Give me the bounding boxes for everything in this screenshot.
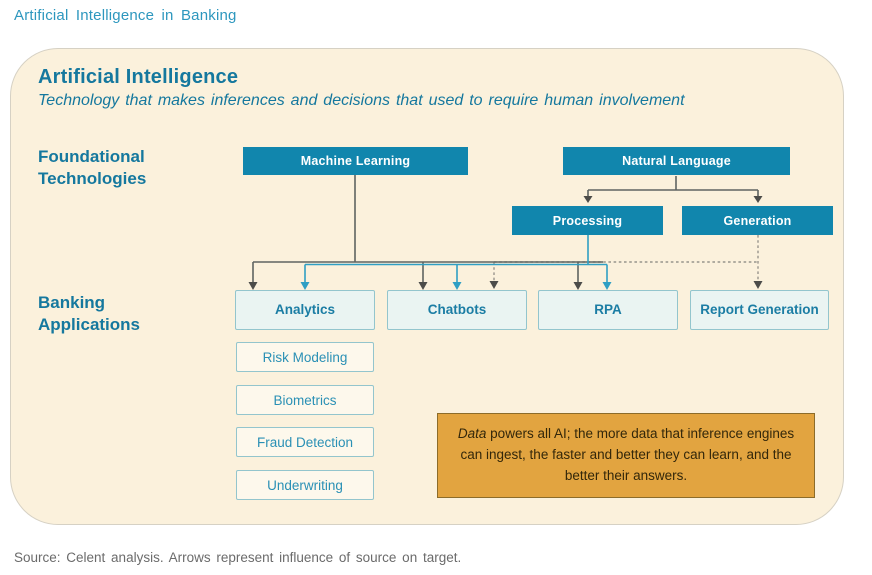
source-note: Source: Celent analysis. Arrows represen… bbox=[14, 550, 462, 565]
panel-subheading: Technology that makes inferences and dec… bbox=[38, 92, 685, 109]
label-foundational-technologies: Foundational Technologies bbox=[38, 147, 147, 189]
box-rpa: RPA bbox=[538, 290, 678, 330]
data-callout-lead: Data bbox=[457, 426, 487, 442]
box-generation: Generation bbox=[682, 206, 833, 235]
data-callout: Data powers all AI; the more data that i… bbox=[437, 413, 815, 498]
box-analytics: Analytics bbox=[235, 290, 375, 330]
box-fraud-detection: Fraud Detection bbox=[236, 427, 374, 457]
box-natural-language: Natural Language bbox=[563, 147, 790, 175]
data-callout-rest: powers all AI; the more data that infere… bbox=[460, 426, 795, 483]
box-biometrics: Biometrics bbox=[236, 385, 374, 415]
box-underwriting: Underwriting bbox=[236, 470, 374, 500]
box-risk-modeling: Risk Modeling bbox=[236, 342, 374, 372]
label-banking-applications: Banking Applications bbox=[38, 293, 141, 335]
box-report-generation: Report Generation bbox=[690, 290, 829, 330]
page-title: Artificial Intelligence in Banking bbox=[14, 7, 237, 24]
box-machine-learning: Machine Learning bbox=[243, 147, 468, 175]
panel-heading: Artificial Intelligence bbox=[38, 66, 239, 88]
data-callout-text: Data powers all AI; the more data that i… bbox=[452, 424, 800, 487]
box-chatbots: Chatbots bbox=[387, 290, 527, 330]
box-processing: Processing bbox=[512, 206, 663, 235]
